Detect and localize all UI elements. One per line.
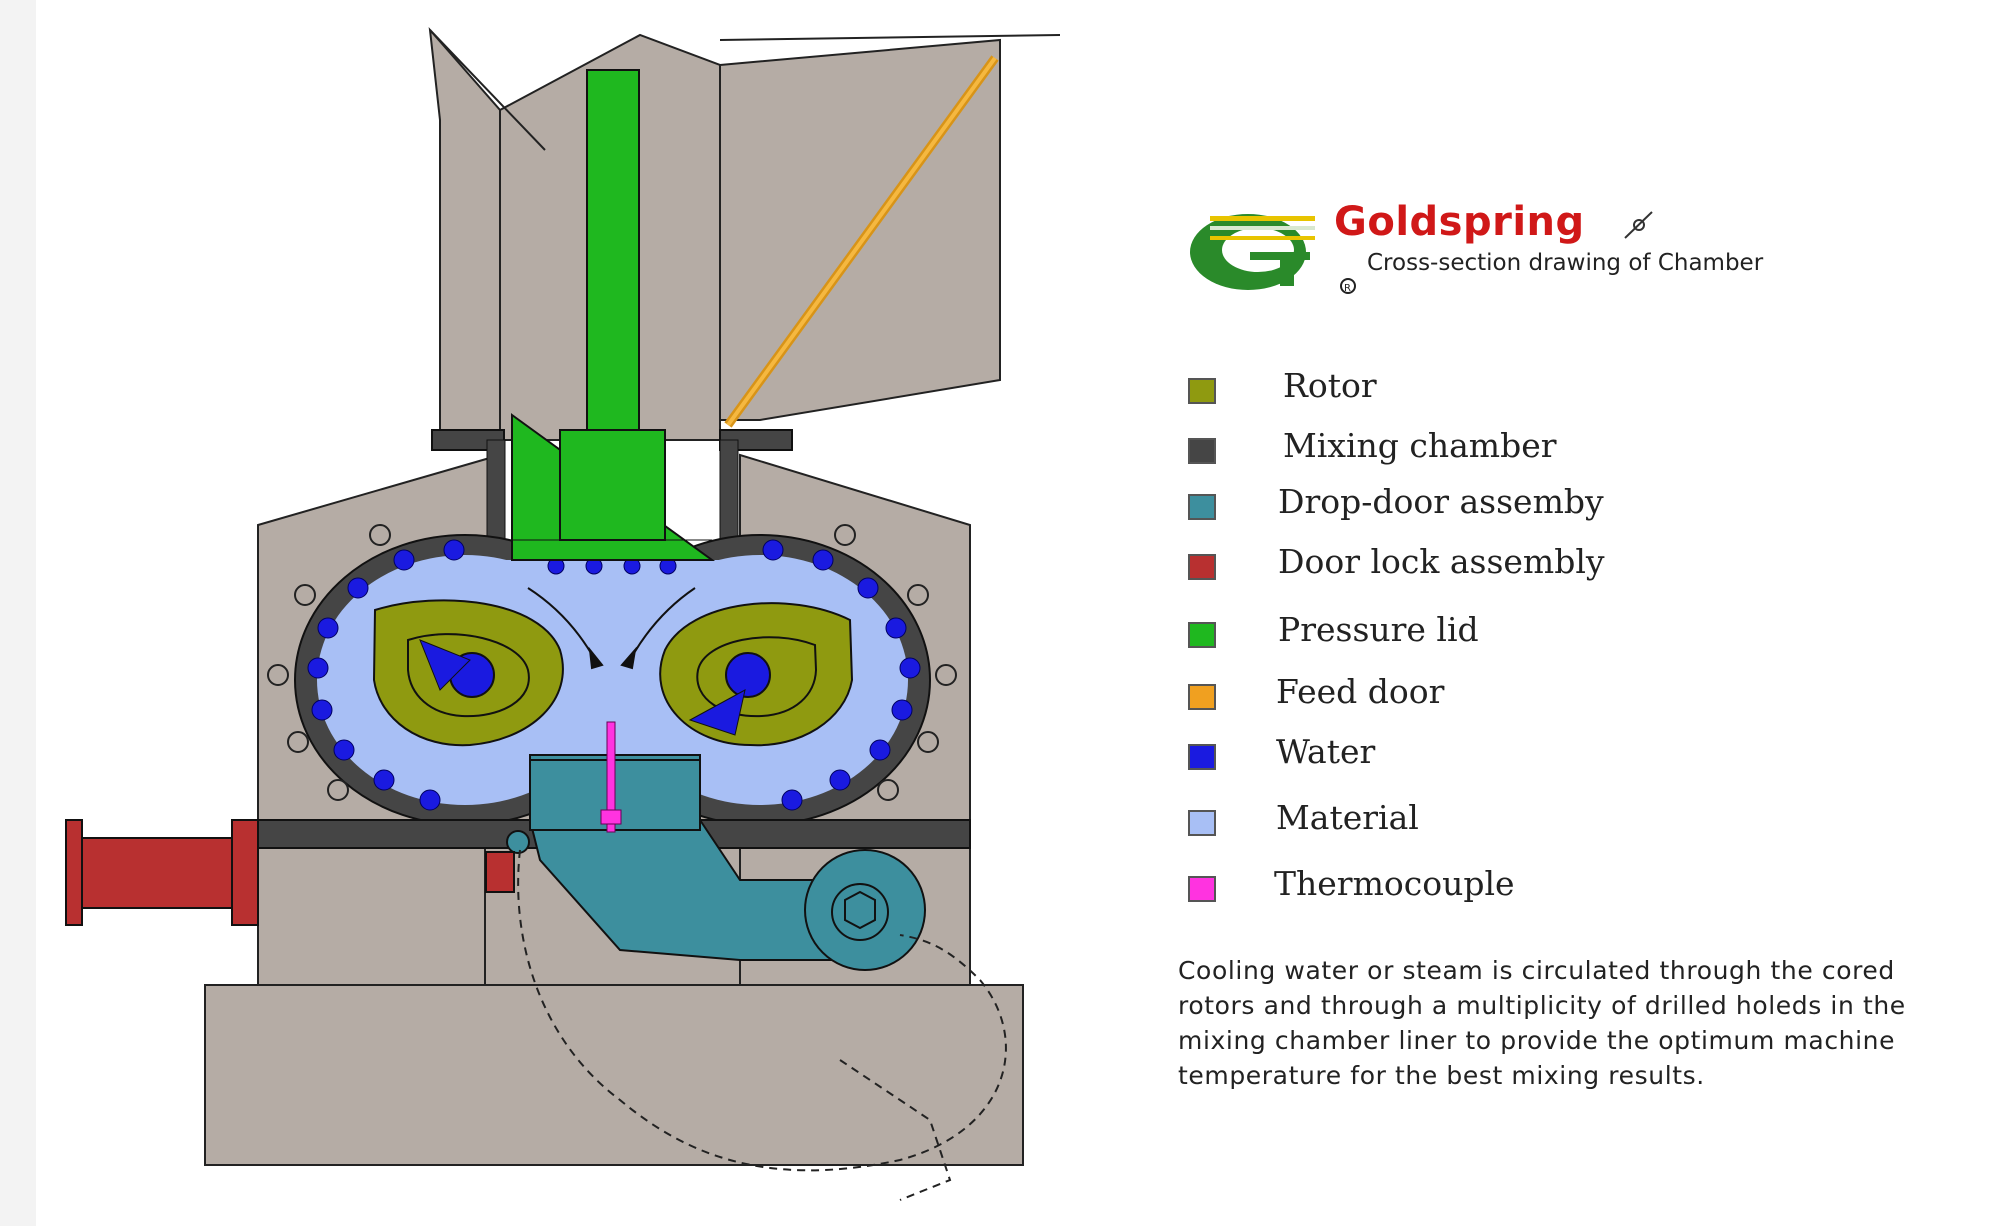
legend-label: Pressure lid — [1278, 610, 1479, 649]
legend-swatch — [1188, 810, 1216, 836]
svg-text:R: R — [1344, 283, 1351, 294]
thermocouple — [600, 721, 622, 833]
rotor-left — [372, 599, 564, 747]
frame-bolt-holes — [267, 524, 957, 801]
door-lock-assembly — [65, 819, 515, 926]
rotor-right — [659, 602, 854, 747]
legend-swatch — [1188, 876, 1216, 902]
legend-label: Water — [1276, 732, 1376, 771]
left-margin — [0, 0, 36, 1226]
legend-label: Drop-door assemby — [1278, 482, 1604, 521]
legend-swatch — [1188, 378, 1216, 404]
legend-swatch — [1188, 622, 1216, 648]
legend-label: Material — [1276, 798, 1419, 837]
ram-rod — [586, 69, 640, 431]
legend-swatch — [1188, 554, 1216, 580]
brand-name: Goldspring — [1334, 199, 1585, 245]
goldspring-logo: R — [1190, 211, 1653, 294]
legend-label: Feed door — [1276, 672, 1445, 711]
legend-swatch — [1188, 684, 1216, 710]
flow-arrows — [527, 587, 696, 670]
legend-swatch — [1188, 438, 1216, 464]
drop-door-open-outline — [517, 849, 1007, 1172]
base-plate — [204, 984, 1024, 1166]
feed-door-arm-highlight — [726, 56, 997, 427]
legend-label: Rotor — [1283, 366, 1377, 405]
legend-label: Door lock assembly — [1278, 542, 1605, 581]
description-text: Cooling water or steam is circulated thr… — [1178, 956, 1906, 1090]
hopper-left-wall — [428, 26, 501, 431]
pressure-lid — [511, 413, 716, 561]
hopper-edge — [429, 29, 546, 151]
legend-swatch — [1188, 744, 1216, 770]
brand-subtitle: Cross-section drawing of Chamber — [1367, 250, 1764, 276]
legend-label: Mixing chamber — [1283, 426, 1557, 465]
drop-door-latch-outline — [839, 1059, 952, 1201]
legend-label: Thermocouple — [1274, 864, 1515, 903]
legend-swatch — [1188, 494, 1216, 520]
hopper-top-edge — [719, 34, 1061, 41]
hopper-chute — [719, 38, 1001, 421]
